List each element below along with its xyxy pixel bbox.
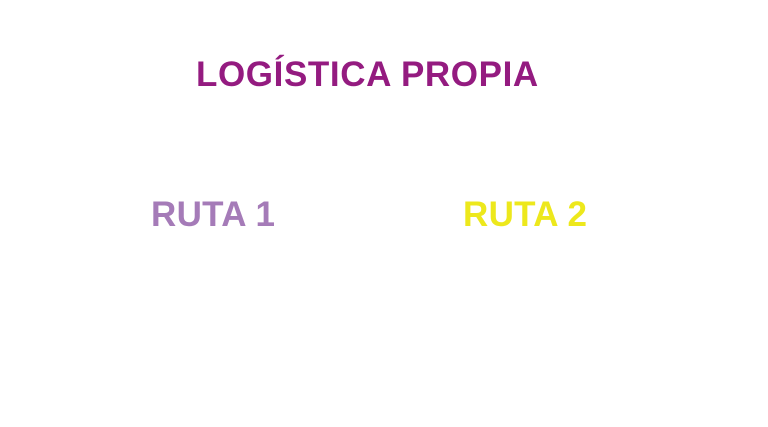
- route-1-label: RUTA 1: [151, 195, 276, 234]
- page-title: LOGÍSTICA PROPIA: [196, 55, 539, 94]
- route-2-label: RUTA 2: [463, 195, 588, 234]
